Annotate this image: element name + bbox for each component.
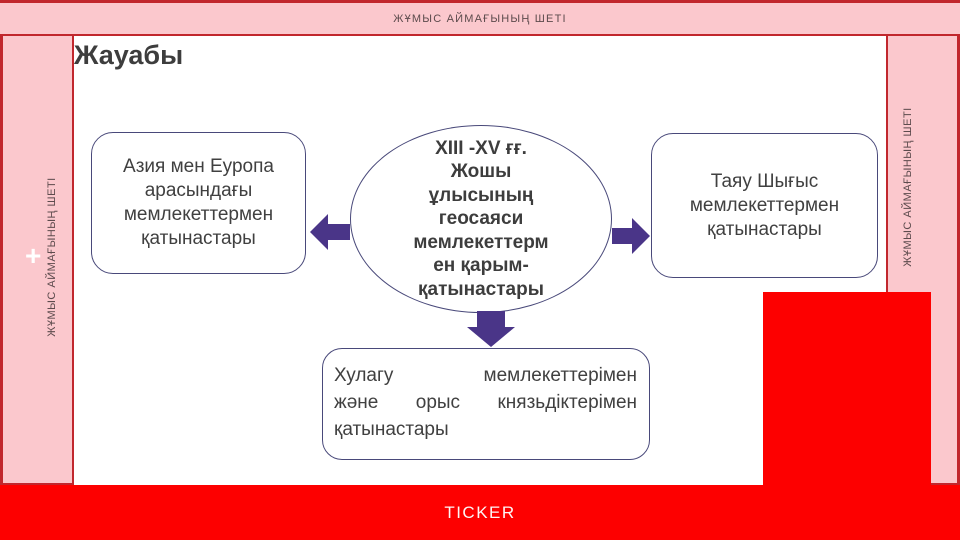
- right-edge-label: ЖҰМЫС АЙМАҒЫНЫҢ ШЕТІ: [902, 107, 914, 267]
- ellipse-line: ен қарым-: [433, 255, 529, 277]
- ellipse-line: ұлысының: [428, 184, 534, 206]
- ellipse-line: қатынастары: [418, 278, 544, 300]
- left-box-line: арасындағы: [144, 180, 253, 201]
- left-edge-label: ЖҰМЫС АЙМАҒЫНЫҢ ШЕТІ: [46, 177, 58, 337]
- left-box-line: Азия мен Еуропа: [123, 156, 274, 177]
- right-topic-box: Таяу Шығыс мемлекеттермен қатынастары: [651, 133, 878, 278]
- bottom-box-line: қатынастары: [334, 419, 449, 440]
- slide-title: Жауабы: [74, 40, 184, 70]
- bottom-box-line: және орыс князьдіктерімен: [334, 392, 637, 413]
- top-edge-label: ЖҰМЫС АЙМАҒЫНЫҢ ШЕТІ: [393, 12, 567, 25]
- left-topic-box: Азия мен Еуропа арасындағы мемлекеттерме…: [91, 132, 306, 274]
- right-box-line: Таяу Шығыс: [710, 170, 819, 192]
- top-edge-bar: ЖҰМЫС АЙМАҒЫНЫҢ ШЕТІ: [0, 0, 960, 36]
- ticker-label: TICKER: [444, 502, 516, 522]
- left-box-line: қатынастары: [141, 228, 256, 249]
- ellipse-line: XIII -XV ғғ.: [435, 137, 527, 159]
- center-topic-ellipse: XIII -XV ғғ. Жошы ұлысының геосаяси мемл…: [350, 125, 612, 313]
- arrow-down-icon: [467, 311, 515, 347]
- ellipse-line: мемлекеттерм: [413, 231, 549, 253]
- ellipse-line: Жошы: [450, 161, 512, 183]
- arrow-left-icon: [310, 214, 350, 250]
- bottom-topic-box: Хулагу мемлекеттерімен және орыс князьді…: [322, 348, 650, 460]
- ticker-bar: TICKER: [0, 485, 960, 540]
- plus-icon: +: [25, 240, 42, 271]
- left-edge-bar: + ЖҰМЫС АЙМАҒЫНЫҢ ШЕТІ: [0, 36, 74, 485]
- left-box-line: мемлекеттермен: [123, 204, 274, 225]
- right-box-line: қатынастары: [707, 218, 822, 240]
- arrow-right-icon: [612, 218, 650, 254]
- ellipse-line: геосаяси: [438, 208, 524, 230]
- right-box-line: мемлекеттермен: [689, 194, 840, 216]
- bottom-box-line: Хулагу мемлекеттерімен: [334, 365, 637, 386]
